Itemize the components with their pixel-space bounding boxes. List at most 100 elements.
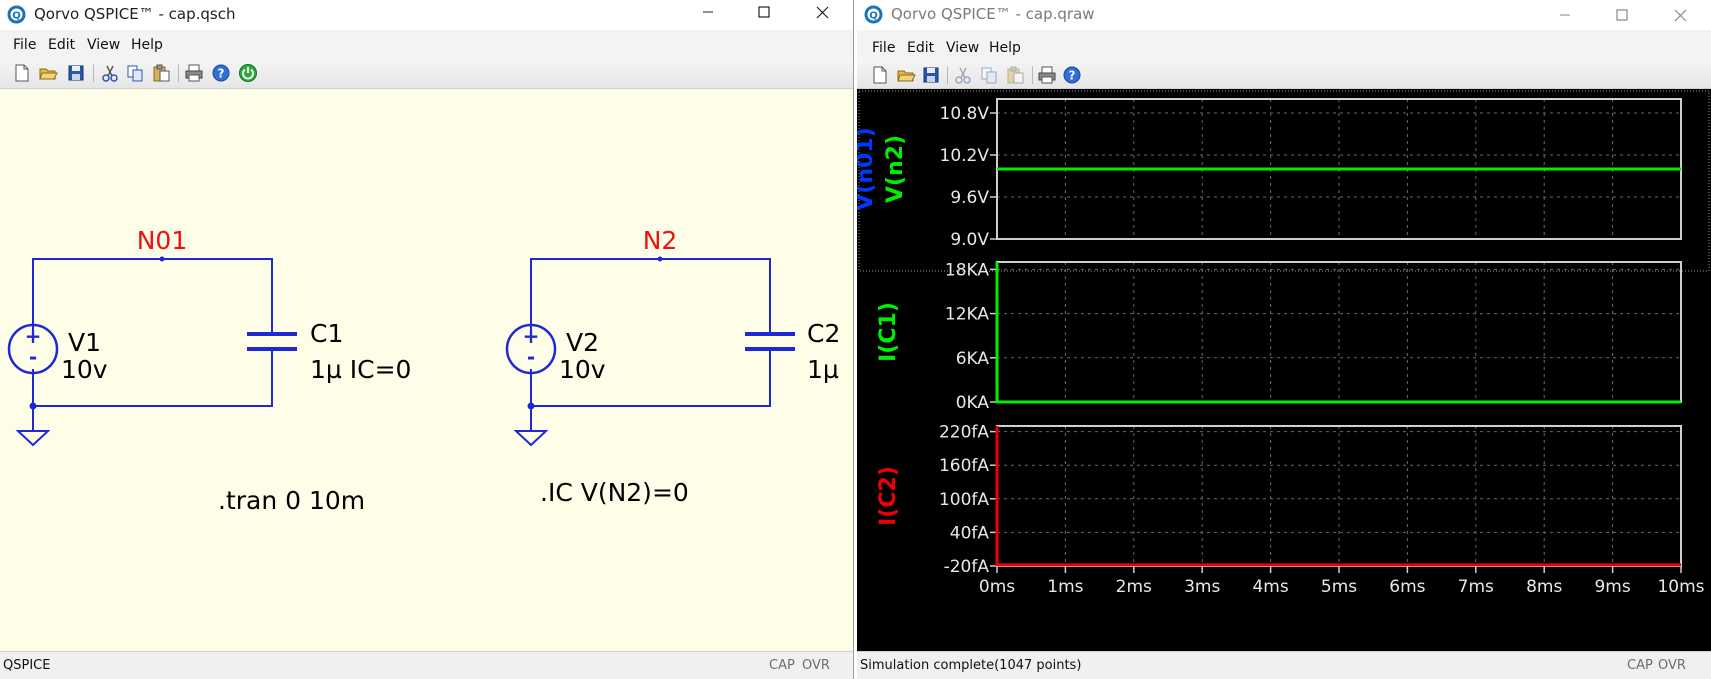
- y-tick-label: 0KA: [956, 393, 990, 413]
- print-icon[interactable]: [1037, 65, 1057, 85]
- v2-value[interactable]: 10v: [559, 355, 606, 384]
- junction-dot: [29, 402, 37, 410]
- title-bar: Q Qorvo QSPICE™ - cap.qraw: [857, 0, 1711, 30]
- close-icon[interactable]: [1653, 0, 1709, 30]
- c2-name[interactable]: C2: [807, 319, 840, 348]
- open-icon[interactable]: [896, 65, 916, 85]
- minimize-icon[interactable]: [680, 0, 736, 30]
- menu-file[interactable]: File: [872, 40, 896, 56]
- cut-icon[interactable]: [100, 63, 120, 83]
- maximize-icon[interactable]: [736, 0, 792, 30]
- close-icon[interactable]: [795, 0, 851, 30]
- open-icon[interactable]: [38, 63, 58, 83]
- caps-lock-indicator: CAP: [1627, 658, 1653, 673]
- copy-icon[interactable]: [979, 65, 999, 85]
- trace-ic2: [995, 425, 1681, 567]
- toolbar-separator: [178, 64, 179, 82]
- ground-symbol: [15, 430, 51, 447]
- status-text: Simulation complete(1047 points): [860, 658, 1082, 673]
- svg-text:?: ?: [218, 67, 225, 81]
- junction-dot: [527, 402, 535, 410]
- new-icon[interactable]: [870, 65, 890, 85]
- toolbar: ?: [857, 58, 1711, 89]
- toolbar-separator: [1032, 66, 1033, 84]
- copy-icon[interactable]: [125, 63, 145, 83]
- help-icon[interactable]: ?: [1062, 65, 1082, 85]
- window-title: Qorvo QSPICE™ - cap.qsch: [34, 5, 236, 23]
- x-tick-label: 1ms: [1047, 577, 1083, 597]
- minus-sign: -: [527, 345, 535, 369]
- y-tick-label: 10.2V: [940, 146, 990, 166]
- v1-value[interactable]: 10v: [61, 355, 108, 384]
- voltage-source-v1[interactable]: [7, 323, 59, 375]
- v1-name[interactable]: V1: [68, 328, 101, 357]
- net-label-n01[interactable]: N01: [137, 226, 188, 255]
- svg-text:Q: Q: [869, 11, 878, 22]
- y-tick-label: 9.6V: [950, 188, 989, 208]
- c1-value[interactable]: 1µ IC=0: [310, 355, 411, 384]
- voltage-source-v2[interactable]: [505, 323, 557, 375]
- maximize-icon[interactable]: [1594, 0, 1650, 30]
- net-label-n2[interactable]: N2: [643, 226, 678, 255]
- save-icon[interactable]: [921, 65, 941, 85]
- series-label: V(n2): [883, 135, 908, 203]
- menu-bar: File Edit View Help: [0, 30, 853, 59]
- title-bar: Q Qorvo QSPICE™ - cap.qsch: [0, 0, 853, 30]
- y-tick-label: 12KA: [945, 305, 989, 325]
- x-tick-label: 5ms: [1321, 577, 1357, 597]
- save-icon[interactable]: [66, 63, 86, 83]
- cut-icon[interactable]: [953, 65, 973, 85]
- toolbar: ?: [0, 58, 853, 89]
- menu-edit[interactable]: Edit: [907, 40, 935, 56]
- v2-name[interactable]: V2: [566, 328, 599, 357]
- c1-name[interactable]: C1: [310, 319, 343, 348]
- menu-help[interactable]: Help: [989, 40, 1021, 56]
- minimize-icon[interactable]: [1537, 0, 1593, 30]
- y-tick-label: 160fA: [939, 456, 989, 476]
- net-label-anchor: [657, 256, 663, 262]
- minus-sign: -: [29, 345, 37, 369]
- y-tick-label: 6KA: [956, 349, 990, 369]
- schematic-window: Q Qorvo QSPICE™ - cap.qsch File Edit Vie…: [0, 0, 854, 679]
- run-icon[interactable]: [238, 63, 258, 83]
- series-label: V(n01): [857, 127, 878, 210]
- c2-value[interactable]: 1µ: [807, 355, 839, 384]
- paste-icon[interactable]: [1005, 65, 1025, 85]
- x-tick-label: 4ms: [1252, 577, 1288, 597]
- series-label: I(C1): [876, 302, 901, 362]
- status-bar: Simulation complete(1047 points) CAP OVR: [857, 651, 1711, 679]
- x-tick-label: 10ms: [1657, 577, 1704, 597]
- status-text: QSPICE: [3, 658, 51, 673]
- ic-directive[interactable]: .IC V(N2)=0: [540, 478, 689, 507]
- trace-ic1: [995, 261, 1681, 404]
- y-tick-label: -20fA: [944, 557, 990, 577]
- print-icon[interactable]: [184, 63, 204, 83]
- tran-directive[interactable]: .tran 0 10m: [218, 486, 365, 515]
- x-tick-label: 3ms: [1184, 577, 1220, 597]
- x-tick-label: 6ms: [1389, 577, 1425, 597]
- help-icon[interactable]: ?: [211, 63, 231, 83]
- window-title: Qorvo QSPICE™ - cap.qraw: [891, 5, 1095, 23]
- waveform-window: Q Qorvo QSPICE™ - cap.qraw File Edit Vie…: [857, 0, 1711, 679]
- schematic-drawing[interactable]: + - + - N01: [0, 89, 853, 652]
- y-tick-label: 40fA: [950, 523, 990, 543]
- qspice-app-icon: Q: [7, 5, 26, 24]
- menu-edit[interactable]: Edit: [48, 37, 76, 53]
- y-tick-label: 10.8V: [940, 104, 990, 124]
- schematic-canvas[interactable]: + - + - N01: [0, 89, 853, 652]
- menu-file[interactable]: File: [13, 37, 37, 53]
- menu-view[interactable]: View: [946, 40, 980, 56]
- x-tick-label: 7ms: [1458, 577, 1494, 597]
- menu-help[interactable]: Help: [131, 37, 163, 53]
- paste-icon[interactable]: [151, 63, 171, 83]
- new-icon[interactable]: [12, 63, 32, 83]
- y-tick-label: 220fA: [939, 423, 989, 443]
- svg-text:?: ?: [1069, 69, 1076, 83]
- active-pane-outline: [858, 90, 1710, 272]
- x-tick-label: 8ms: [1526, 577, 1562, 597]
- waveform-svg[interactable]: 10.8V10.2V9.6V9.0VV(n01)V(n2)18KA12KA6KA…: [857, 89, 1711, 652]
- ground-symbol: [513, 430, 549, 447]
- overwrite-indicator: OVR: [802, 658, 830, 673]
- menu-view[interactable]: View: [87, 37, 121, 53]
